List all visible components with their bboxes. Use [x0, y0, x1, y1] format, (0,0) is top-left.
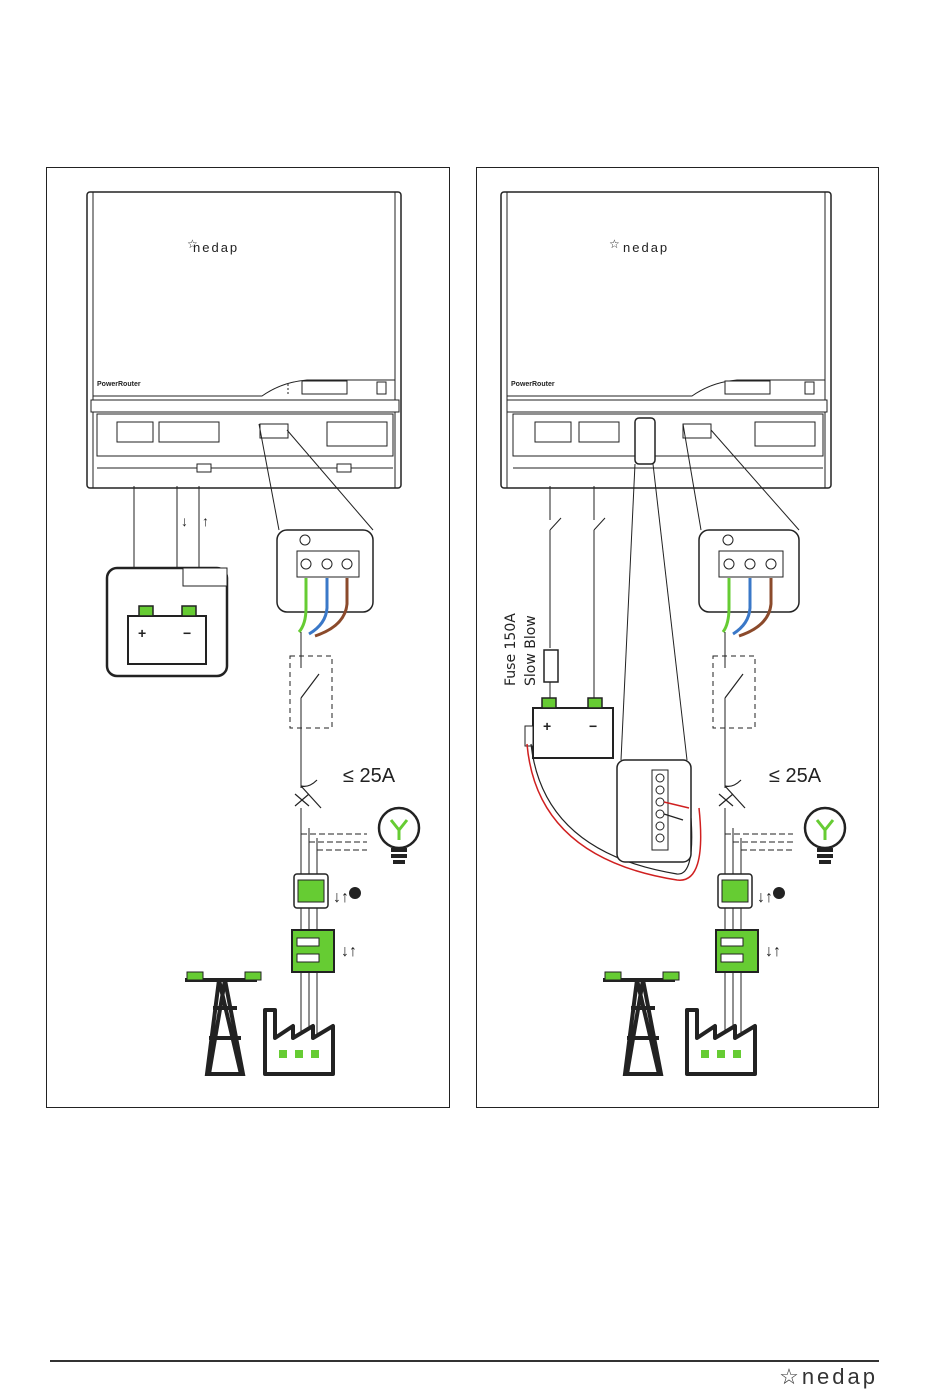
inverter-brand-text: nedap [623, 240, 669, 255]
footer-divider [50, 1360, 879, 1362]
left-diagram-panel: nedap ☆ PowerRouter ↓ ↑ [46, 167, 450, 1108]
svg-text:↓: ↓ [181, 513, 188, 529]
inverter-unit: nedap ☆ PowerRouter [501, 192, 831, 488]
light-bulb-icon [379, 808, 419, 864]
nedap-logo-icon: ☆ [609, 237, 620, 251]
battery-minus-label: − [589, 718, 597, 734]
terminal-block-icon [699, 530, 799, 636]
energy-meter-icon: ↓↑ [718, 874, 785, 908]
svg-text:↓↑: ↓↑ [333, 889, 349, 906]
control-terminal-icon [617, 760, 691, 862]
terminal-block-icon [277, 530, 373, 636]
right-diagram-panel: nedap ☆ PowerRouter Fuse 150A Sl [476, 167, 879, 1108]
factory-icon [265, 1010, 333, 1074]
fuse-icon [544, 650, 558, 698]
product-label: PowerRouter [97, 381, 141, 388]
energy-meter-icon: ↓↑ [716, 930, 781, 972]
svg-text:↑: ↑ [202, 513, 209, 529]
breaker-icon: ≤ 25A [719, 765, 822, 808]
battery-plus-label: + [543, 718, 551, 734]
switch-icon [713, 632, 755, 788]
inverter-unit: nedap ☆ PowerRouter [87, 192, 401, 488]
energy-meter-icon: ↓↑ [294, 874, 361, 908]
fuse-type-label: Slow Blow [523, 615, 539, 686]
inverter-brand-text: nedap [193, 240, 239, 255]
svg-text:↓↑: ↓↑ [757, 889, 773, 906]
product-label: PowerRouter [511, 381, 555, 388]
battery-icon: + − [107, 568, 227, 676]
nedap-logo-icon: ☆ [779, 1364, 802, 1389]
power-pylon-icon [603, 972, 679, 1074]
svg-text:↓↑: ↓↑ [341, 943, 357, 960]
breaker-rating-label: ≤ 25A [769, 765, 822, 787]
right-wiring-diagram: nedap ☆ PowerRouter Fuse 150A Sl [477, 168, 880, 1109]
battery-plus-label: + [138, 625, 146, 641]
breaker-rating-label: ≤ 25A [343, 765, 396, 787]
footer-brand-text: nedap [802, 1364, 878, 1389]
fuse-rating-label: Fuse 150A [503, 613, 519, 686]
footer-brand: ☆nedap [779, 1364, 878, 1390]
factory-icon [687, 1010, 755, 1074]
power-pylon-icon [185, 972, 261, 1074]
battery-minus-label: − [183, 625, 191, 641]
left-wiring-diagram: nedap ☆ PowerRouter ↓ ↑ [47, 168, 451, 1109]
svg-text:↓↑: ↓↑ [765, 943, 781, 960]
switch-icon [290, 632, 332, 788]
breaker-icon: ≤ 25A [295, 765, 396, 808]
battery-icon: + − [525, 698, 613, 758]
light-bulb-icon [805, 808, 845, 864]
energy-meter-icon: ↓↑ [292, 930, 357, 972]
nedap-logo-icon: ☆ [187, 237, 198, 251]
